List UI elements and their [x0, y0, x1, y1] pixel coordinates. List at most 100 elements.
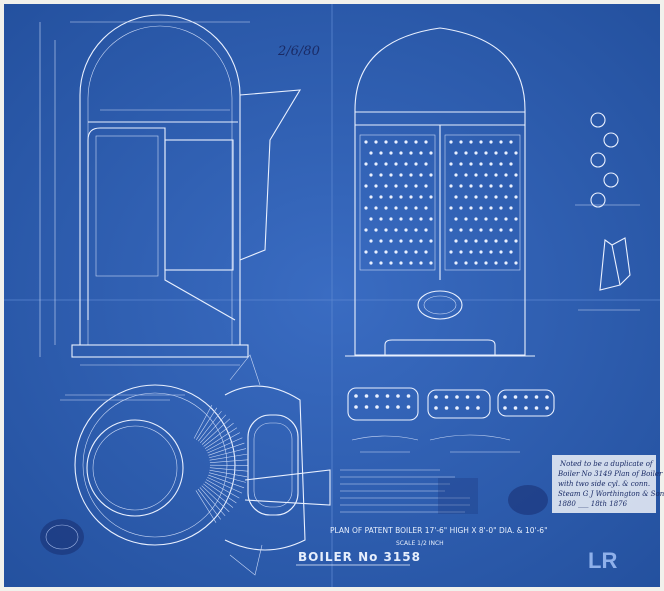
stay-dot	[419, 195, 423, 199]
stay-dot	[469, 228, 473, 232]
stay-dot	[479, 206, 483, 210]
stay-dot	[484, 239, 488, 243]
stay-dot	[409, 151, 413, 155]
stay-dot	[434, 406, 438, 410]
stay-dot	[474, 261, 478, 265]
tube-line	[203, 483, 234, 508]
stay-dot	[399, 173, 403, 177]
stay-dot	[389, 151, 393, 155]
stay-dot	[369, 195, 373, 199]
stay-dot	[504, 239, 508, 243]
stay-dot	[429, 195, 433, 199]
stay-dot	[449, 140, 453, 144]
stay-dot	[394, 184, 398, 188]
stay-dot	[444, 395, 449, 399]
stay-dot	[396, 394, 400, 398]
stay-dot	[374, 206, 378, 210]
stay-dot	[384, 162, 388, 166]
stay-dot	[389, 239, 393, 243]
tube-line	[195, 407, 218, 440]
stay-dot	[394, 140, 398, 144]
stay-dot	[514, 217, 518, 221]
stay-dot	[476, 406, 480, 410]
stay-dot	[384, 228, 388, 232]
inspection-stamp	[40, 519, 84, 555]
note-paper	[552, 455, 656, 513]
stay-dot	[489, 228, 493, 232]
stay-dot	[404, 162, 408, 166]
stay-dot	[385, 394, 390, 398]
stay-dot	[429, 151, 433, 155]
stay-dot	[514, 239, 518, 243]
stay-dot	[384, 184, 388, 188]
stay-dot	[444, 406, 449, 410]
stay-dot	[499, 184, 503, 188]
stay-dot	[494, 261, 498, 265]
tube-fan	[193, 404, 249, 523]
stay-dot	[499, 250, 503, 254]
stay-dot	[509, 250, 513, 254]
stay-dot	[524, 406, 528, 410]
stay-dot	[379, 151, 383, 155]
stay-dot	[424, 140, 428, 144]
stay-dot	[514, 195, 518, 199]
stay-dot	[375, 405, 379, 409]
stay-dot	[499, 162, 503, 166]
stay-dot	[464, 195, 468, 199]
lr-logo: LR	[588, 548, 617, 573]
section-stays	[354, 394, 549, 410]
tube-line	[204, 481, 237, 504]
stay-dot	[513, 406, 518, 410]
stay-dot	[419, 151, 423, 155]
specification-notes	[340, 469, 470, 513]
pencil-mark: 2/6/80	[277, 44, 320, 59]
stay-dot	[474, 217, 478, 221]
stay-dot	[419, 261, 423, 265]
stay-dot	[545, 395, 549, 399]
stay-dot	[509, 162, 513, 166]
stay-dot	[513, 395, 518, 399]
tube-line	[199, 487, 226, 517]
stay-dot	[469, 206, 473, 210]
stay-dot	[469, 162, 473, 166]
stay-dot	[459, 140, 463, 144]
stay-dot	[424, 228, 428, 232]
stay-dot	[499, 140, 503, 144]
stay-dot	[509, 184, 513, 188]
stay-dot	[469, 140, 473, 144]
stay-dot	[404, 250, 408, 254]
stay-dot	[354, 405, 358, 409]
drawing-title: BOILER No 3158	[298, 550, 421, 564]
stay-dot	[464, 173, 468, 177]
tube-line	[200, 414, 227, 444]
stay-dot	[409, 239, 413, 243]
stay-arrangement-detail	[575, 112, 640, 208]
tube-line	[197, 488, 221, 520]
stay-dot	[414, 228, 418, 232]
tube-line	[209, 453, 248, 461]
stay-dot	[534, 395, 539, 399]
stay-dot	[489, 162, 493, 166]
stay-dot	[524, 395, 528, 399]
stay-dot	[504, 217, 508, 221]
stay-dot	[484, 173, 488, 177]
stay-dot	[404, 184, 408, 188]
stay-dot	[479, 184, 483, 188]
inspection-stamp	[508, 485, 548, 515]
stay-dot	[379, 217, 383, 221]
stay-dot	[484, 217, 488, 221]
tube-line	[204, 427, 238, 449]
stay-dot	[509, 206, 513, 210]
stay-dot	[364, 184, 368, 188]
stay-dot	[474, 151, 478, 155]
tube-line	[209, 459, 248, 463]
stay-dot	[489, 184, 493, 188]
stay-dot	[379, 261, 383, 265]
stay-dot	[429, 261, 433, 265]
stay-dot	[389, 261, 393, 265]
stay-dot	[434, 395, 438, 399]
stay-dot	[464, 261, 468, 265]
stay-dot	[504, 151, 508, 155]
stay-dot	[409, 195, 413, 199]
